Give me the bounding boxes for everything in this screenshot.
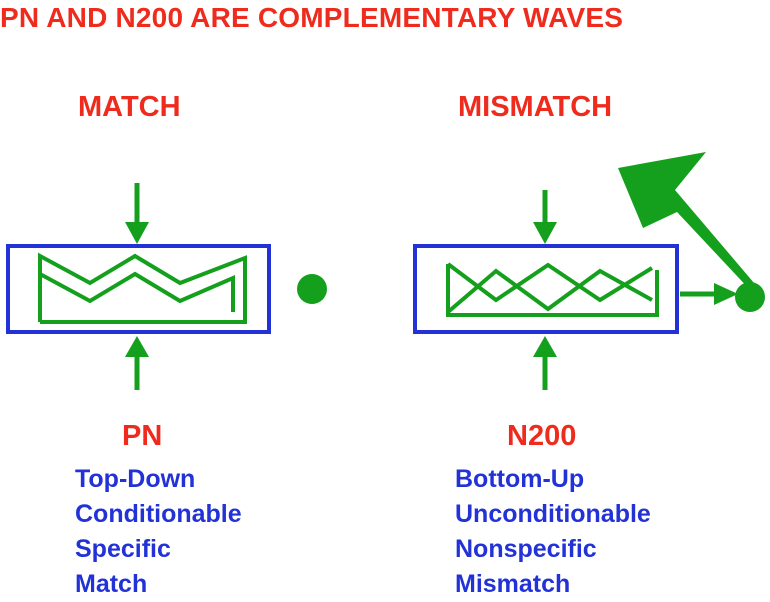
match-heading: MATCH <box>78 91 181 123</box>
top-down-arrow-left <box>125 183 149 244</box>
match-box <box>6 244 271 334</box>
top-down-arrow-right <box>533 190 557 244</box>
n200-property: Unconditionable <box>455 500 651 528</box>
pn-label: PN <box>122 420 163 452</box>
n200-property: Nonspecific <box>455 535 597 563</box>
center-dot <box>297 274 327 304</box>
pn-property: Match <box>75 570 148 598</box>
bottom-up-arrow-left <box>125 336 149 390</box>
n200-property-list: Bottom-Up Unconditionable Nonspecific Mi… <box>455 462 651 602</box>
mismatch-heading: MISMATCH <box>458 91 613 123</box>
output-arrow <box>680 283 738 305</box>
reset-arrow <box>618 152 760 292</box>
page-title: PN AND N200 ARE COMPLEMENTARY WAVES <box>0 2 624 33</box>
bottom-up-arrow-right <box>533 336 557 390</box>
n200-property: Mismatch <box>455 570 571 598</box>
pn-property: Top-Down <box>75 465 196 493</box>
pn-property-list: Top-Down Conditionable Specific Match <box>75 462 242 602</box>
pn-property: Specific <box>75 535 171 563</box>
n200-label: N200 <box>507 420 577 452</box>
output-dot <box>735 282 765 312</box>
n200-property: Bottom-Up <box>455 465 585 493</box>
mismatch-wave-shape <box>446 262 659 317</box>
pn-property: Conditionable <box>75 500 242 528</box>
mismatch-box <box>413 244 679 334</box>
match-wave-shape <box>38 252 247 324</box>
mismatch-panel <box>413 152 765 390</box>
match-panel <box>6 183 271 390</box>
